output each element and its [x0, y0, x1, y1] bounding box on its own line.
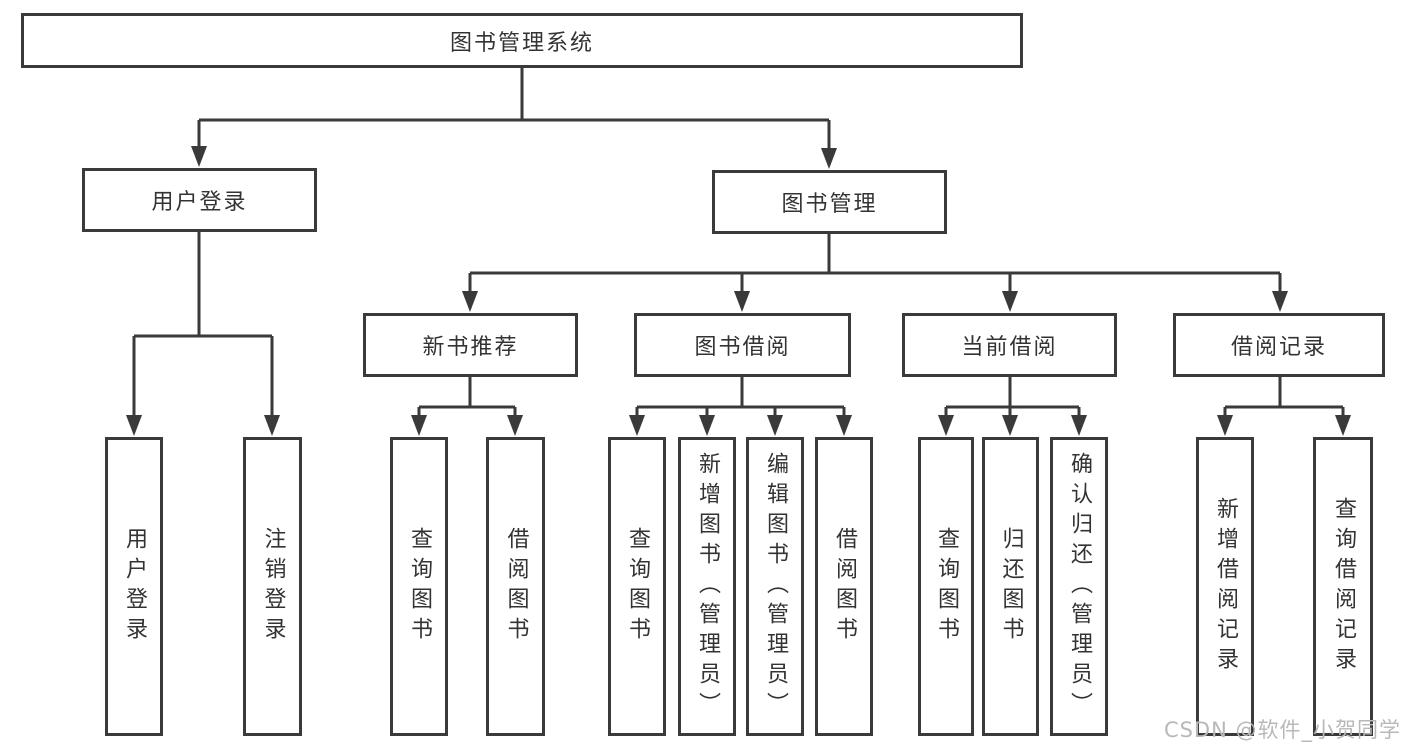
- node-label: 图书借阅: [694, 335, 791, 360]
- leaf-add-borrow-record: 新增借阅记录: [1196, 437, 1254, 736]
- node-label: 查询借阅记录: [1331, 496, 1356, 677]
- node-label: 借阅图书: [503, 526, 529, 647]
- node-label: 新书推荐: [422, 335, 519, 360]
- node-label: 图书管理: [781, 192, 878, 217]
- leaf-user-login: 用户登录: [105, 437, 163, 736]
- node-borrowing-records: 借阅记录: [1173, 313, 1385, 377]
- node-label: 归还图书: [998, 526, 1024, 647]
- leaf-borrow-books: 借阅图书: [815, 437, 873, 736]
- leaf-add-books-admin: 新增图书（管理员）: [678, 437, 736, 736]
- leaf-query-books-recommend: 查询图书: [390, 437, 448, 736]
- node-label: 新增借阅记录: [1213, 496, 1238, 677]
- node-label: 借阅记录: [1230, 335, 1327, 360]
- node-label: 图书管理系统: [449, 30, 594, 56]
- leaf-query-books-borrow: 查询图书: [608, 437, 666, 736]
- leaf-edit-books-admin: 编辑图书（管理员）: [746, 437, 804, 736]
- node-label: 查询图书: [407, 526, 432, 647]
- node-user-login: 用户登录: [82, 168, 317, 232]
- node-label: 编辑图书（管理员）: [763, 451, 788, 722]
- node-current-borrowing: 当前借阅: [902, 313, 1117, 377]
- leaf-query-books-current: 查询图书: [918, 437, 974, 736]
- node-label: 借阅图书: [832, 526, 857, 647]
- leaf-borrow-books-recommend: 借阅图书: [486, 437, 545, 736]
- node-label: 用户登录: [151, 190, 248, 215]
- leaf-query-borrow-record: 查询借阅记录: [1313, 437, 1373, 736]
- node-book-borrowing: 图书借阅: [634, 313, 851, 377]
- csdn-watermark: CSDN @软件_小贺同学: [1163, 718, 1401, 742]
- node-library-management-system: 图书管理系统: [21, 13, 1023, 68]
- node-book-management: 图书管理: [712, 170, 947, 234]
- node-label: 新增图书（管理员）: [695, 451, 720, 722]
- node-label: 注销登录: [260, 526, 286, 647]
- node-label: 当前借阅: [961, 335, 1058, 360]
- node-label: 查询图书: [625, 526, 650, 647]
- node-label: 用户登录: [122, 526, 147, 647]
- leaf-return-books: 归还图书: [982, 437, 1039, 736]
- node-new-book-recommend: 新书推荐: [363, 313, 578, 377]
- leaf-confirm-return-admin: 确认归还（管理员）: [1050, 437, 1108, 736]
- node-label: 确认归还（管理员）: [1067, 451, 1092, 722]
- node-label: 查询图书: [934, 526, 959, 647]
- leaf-logout: 注销登录: [243, 437, 302, 736]
